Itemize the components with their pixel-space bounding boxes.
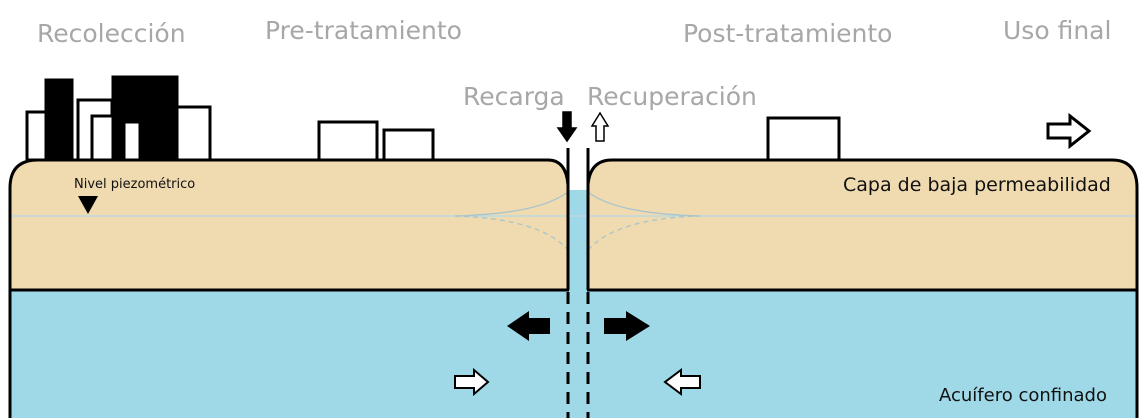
piezometric-level-label: Nivel piezométrico	[74, 177, 196, 192]
low-permeability-layer-label: Capa de baja permeabilidad	[843, 174, 1111, 196]
cone-curve-right-dashed	[587, 215, 701, 251]
inflow-arrow-right-icon	[663, 368, 701, 396]
cone-curve-left	[454, 191, 569, 217]
stage-collection-label: Recolección	[37, 19, 186, 48]
stage-recovery-label: Recuperación	[587, 82, 757, 111]
city-buildings	[25, 75, 212, 162]
inflow-arrow-left-icon	[454, 367, 490, 397]
injection-arrow-right-icon	[604, 311, 650, 341]
confined-aquifer-layer	[8, 288, 1139, 418]
stage-posttreatment-label: Post-tratamiento	[683, 19, 893, 48]
final-use-arrow-icon	[1046, 112, 1092, 150]
stage-pretreatment-label: Pre-tratamiento	[265, 16, 462, 45]
injection-arrow-left-icon	[507, 311, 550, 341]
well-water	[569, 190, 587, 292]
piezometric-level-marker	[78, 196, 98, 214]
pretreatment-unit-1	[317, 120, 379, 162]
stage-final-use-label: Uso final	[1003, 16, 1112, 45]
recovery-arrow-icon	[590, 111, 610, 142]
recharge-arrow-icon	[556, 111, 578, 143]
posttreatment-unit	[766, 116, 841, 162]
stage-recharge-label: Recarga	[463, 82, 565, 111]
pretreatment-unit-2	[382, 128, 435, 162]
cone-curve-left-dashed	[454, 215, 569, 251]
low-permeability-layer-right	[586, 158, 1139, 292]
cone-curve-right	[587, 191, 701, 217]
confined-aquifer-label: Acuífero confinado	[939, 385, 1107, 406]
